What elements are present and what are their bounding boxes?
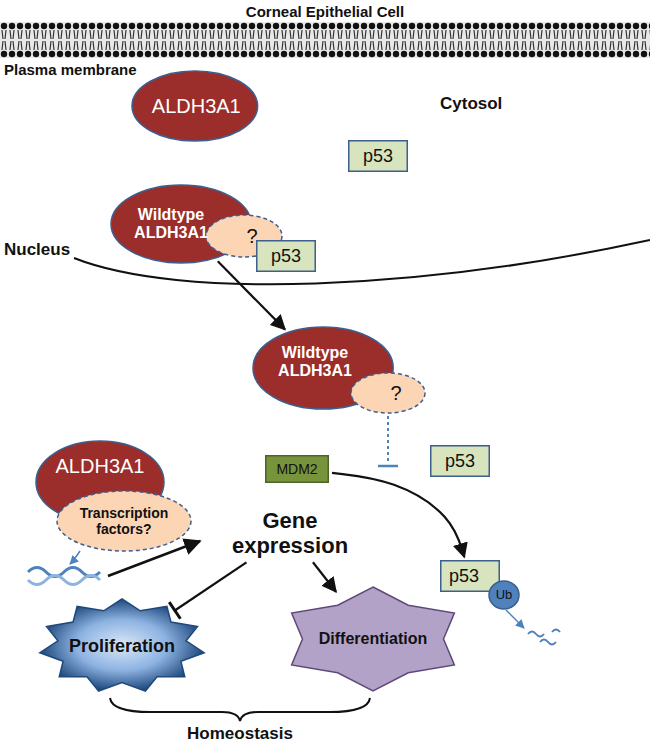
edge-group (332, 473, 464, 557)
plasma-membrane (0, 22, 650, 58)
transcription-factor: Transcription factors? (56, 490, 192, 552)
node-outline (441, 561, 500, 592)
node-outline (132, 71, 258, 141)
text-group: ? (246, 225, 257, 248)
node-text: ? (390, 382, 401, 405)
node-outline (351, 373, 425, 413)
ubiquitin-circle: Ub (488, 580, 520, 610)
node-text: p53 (445, 451, 475, 472)
text-group: Wildtype ALDH3A1 (271, 344, 359, 381)
node-outline (257, 241, 316, 272)
text-group: ALDH3A1 (56, 455, 145, 478)
node-text: Wildtype ALDH3A1 (271, 344, 359, 381)
node-text: Gene expression (205, 508, 375, 559)
process-label: Gene expression (203, 507, 377, 560)
differentiation-star: Differentiation (278, 586, 468, 692)
node-text: Differentiation (319, 630, 427, 648)
unknown-partner: ? (350, 372, 426, 414)
node-text: Proliferation (69, 636, 175, 657)
node-outline (292, 587, 455, 691)
protein-box: p53 (348, 140, 408, 172)
proliferation-burst: Proliferation (38, 598, 206, 694)
node-text: MDM2 (276, 461, 317, 477)
text-group: Gene expression (205, 508, 375, 559)
node-shape (350, 372, 426, 414)
text-group: Transcription factors? (76, 505, 171, 537)
region-label: Nucleus (4, 240, 70, 260)
region-label: Cytosol (440, 94, 502, 114)
diagram-title: Corneal Epithelial Cell (0, 3, 650, 20)
text-group: p53 (449, 566, 479, 587)
node-outline (431, 446, 490, 477)
protein-box: p53 (256, 240, 316, 272)
outcome-label: Homeostasis (140, 724, 340, 744)
node-text: Transcription factors? (76, 505, 171, 537)
inhibition-bar (378, 465, 398, 468)
inhibition-line (387, 416, 389, 464)
text-group: Proliferation (69, 636, 175, 657)
node-outline (489, 581, 519, 609)
arrow-connector (332, 473, 464, 557)
node-text: ? (246, 225, 257, 248)
homeostasis-bracket (110, 698, 370, 721)
inhibition-connector (175, 562, 247, 610)
region-label: Plasma membrane (4, 61, 137, 78)
edge-group (169, 562, 246, 618)
node-text: ALDH3A1 (152, 95, 238, 118)
node-text: Wildtype ALDH3A1 (129, 206, 214, 243)
text-group: ALDH3A1 (152, 95, 238, 118)
transcription-arrow (70, 551, 80, 564)
inhibition-bar (169, 602, 180, 619)
protein-box: p53 (430, 445, 490, 477)
node-text: p53 (449, 566, 479, 587)
text-group: Differentiation (319, 630, 427, 648)
arrow-connector (313, 562, 336, 591)
text-group: p53 (271, 246, 301, 267)
node-text: p53 (271, 246, 301, 267)
node-outline (57, 491, 191, 551)
text-group: Ub (496, 588, 513, 603)
edge-group (313, 562, 336, 591)
dna-strand (28, 576, 100, 585)
node-outline (349, 141, 408, 172)
node-text: ALDH3A1 (56, 455, 145, 478)
text-group: ? (390, 382, 401, 405)
text-group: Wildtype ALDH3A1 (129, 206, 214, 243)
node-outline (266, 456, 329, 483)
text-group: p53 (363, 146, 393, 167)
enzyme-box: MDM2 (265, 455, 329, 483)
node-text: p53 (363, 146, 393, 167)
text-group: p53 (445, 451, 475, 472)
text-group: MDM2 (276, 461, 317, 477)
node-outline (40, 599, 204, 691)
degraded-fragments (528, 630, 560, 645)
protein-ellipse: ALDH3A1 (131, 70, 259, 142)
node-text: Ub (496, 588, 513, 603)
degradation-arrow (506, 610, 524, 628)
